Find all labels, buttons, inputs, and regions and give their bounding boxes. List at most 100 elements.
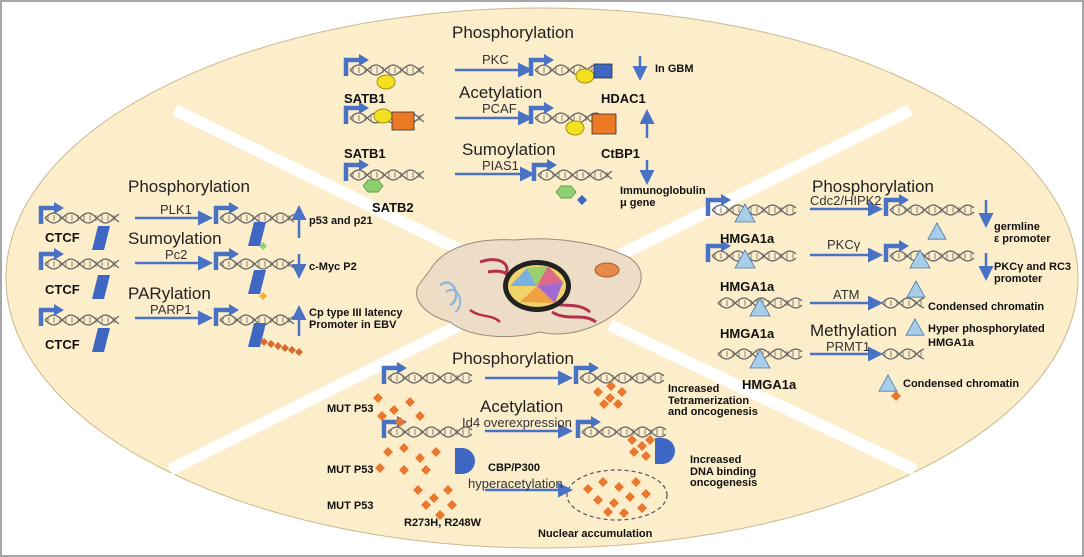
tetramer-shape [599,399,609,409]
promoter-arrow-icon [213,205,230,224]
dna-strand-b [889,204,975,216]
dna-strand [38,248,120,270]
top-sumoylation-head: Sumoylation [462,140,556,159]
promoter-arrow-head [591,416,601,428]
left-cmyc-outcome: c-Myc P2 [309,261,357,273]
left-parylation-head: PARylation [128,284,211,303]
dna-strand [575,416,667,438]
promoter-arrow-head [359,159,369,171]
mut-p53-shape [399,443,409,453]
satb1-shape [376,74,396,90]
mut-p53-shape [447,500,457,510]
par-chain-diamond [281,344,289,352]
hmga1a-shape [927,222,947,240]
bound-p53-shape [645,435,655,445]
satb1-shape [575,68,595,84]
mut-p53-shape [443,485,453,495]
promoter-arrow-icon [213,307,230,326]
reaction-arrows [135,62,883,498]
promoter-arrow-head [899,240,909,252]
satb2-shape [555,185,577,199]
right-hmga1a-label-4: HMGA1a [742,377,797,392]
bottom-mutp53-label-2: MUT P53 [327,464,374,476]
phospho-diamond [259,242,267,250]
dna-strand-a [219,212,295,224]
right-phosphorylation-head: Phosphorylation [812,177,934,196]
promoter-arrow-head [721,194,731,206]
left-sumoylation-head: Sumoylation [128,229,222,248]
tetramer-shape [617,387,627,397]
left-ctcf-label-2: CTCF [45,282,80,297]
par-chain-diamond [260,338,268,346]
dna-strand [531,159,613,181]
dna-strand [343,54,425,76]
mut-p53-shape [399,465,409,475]
left-plk1-enzyme: PLK1 [160,202,192,217]
nuclear-p53-shape [614,482,624,492]
promoter-arrow-head [899,194,909,206]
dna-strand [705,194,797,216]
ctcf-shape [248,270,266,294]
dna-strand-b [881,297,925,309]
satb1-shape [565,120,585,136]
cell-icon [416,238,642,338]
par-chain-diamond [267,340,275,348]
mut-p53-shape [421,500,431,510]
bottom-cbp-label: CBP/P300 [488,462,540,474]
promoter-arrow-icon [38,205,55,224]
nuclear-p53-shape [593,495,603,505]
promoter-arrow-head [229,248,239,260]
right-prmt1-enzyme: PRMT1 [826,339,871,354]
dna-strand-a [387,372,473,384]
promoter-arrow-icon [213,251,230,270]
left-ctcf-label-3: CTCF [45,337,80,352]
promoter-arrow-icon [575,419,592,438]
right-rc3-outcome: PKCγ and RC3 promoter [994,261,1072,285]
shape-layer [92,63,947,521]
promoter-arrow-icon [343,105,360,124]
top-ctbp1-label: CtBP1 [601,146,641,161]
bottom-tetramer-outcome: Increased Tetramerization and oncogenesi… [668,383,758,419]
dna-strand [573,362,665,384]
dna-strand-b [219,212,295,224]
dna-strand-a [387,426,473,438]
dna-strand-b [711,204,797,216]
tetramer-shape [605,393,615,403]
methyl-diamond [891,391,901,401]
mut-p53-shape [431,447,441,457]
bound-p53-shape [627,435,637,445]
right-hmga1a-label-3: HMGA1a [720,326,775,341]
bottom-hyperacetylation-enzyme: hyperacetylation [468,476,563,491]
nuclear-p53-shape [637,503,647,513]
nuclear-p53-shape [631,477,641,487]
dna-strand [213,202,295,224]
promoter-arrow-head [589,362,599,374]
nuclear-p53-shape [609,498,619,508]
dna-strand-a [889,250,975,262]
dna-strand-a [349,169,425,181]
nuclear-p53-shape [598,477,608,487]
mut-p53-shape [405,397,415,407]
hdac1-shape [593,63,613,79]
sumo-diamond [577,195,587,205]
bound-p53-shape [629,447,639,457]
dna-strand [883,194,975,216]
dna-strand [705,240,797,262]
bottom-mutp53-label-3: MUT P53 [327,500,374,512]
promoter-arrow-head [721,240,731,252]
promoter-arrow-icon [573,365,590,384]
dna-strand [38,202,120,224]
hmga1a-shape [749,349,771,369]
dna-strand-a [711,204,797,216]
right-condensed-outcome: Condensed chromatin [928,301,1045,313]
dna-strand-a [44,258,120,270]
bottom-mutp53-label-1: MUT P53 [327,403,374,415]
promoter-arrow-head [54,248,64,260]
hmga1a-shape [749,297,771,317]
right-hyperphos-outcome: Hyper phosphorylated HMGA1a [928,323,1045,349]
dna-strand-b [889,250,975,262]
dna-strand-a [44,314,120,326]
dna-strand [213,304,295,326]
dna-strand [343,159,425,181]
